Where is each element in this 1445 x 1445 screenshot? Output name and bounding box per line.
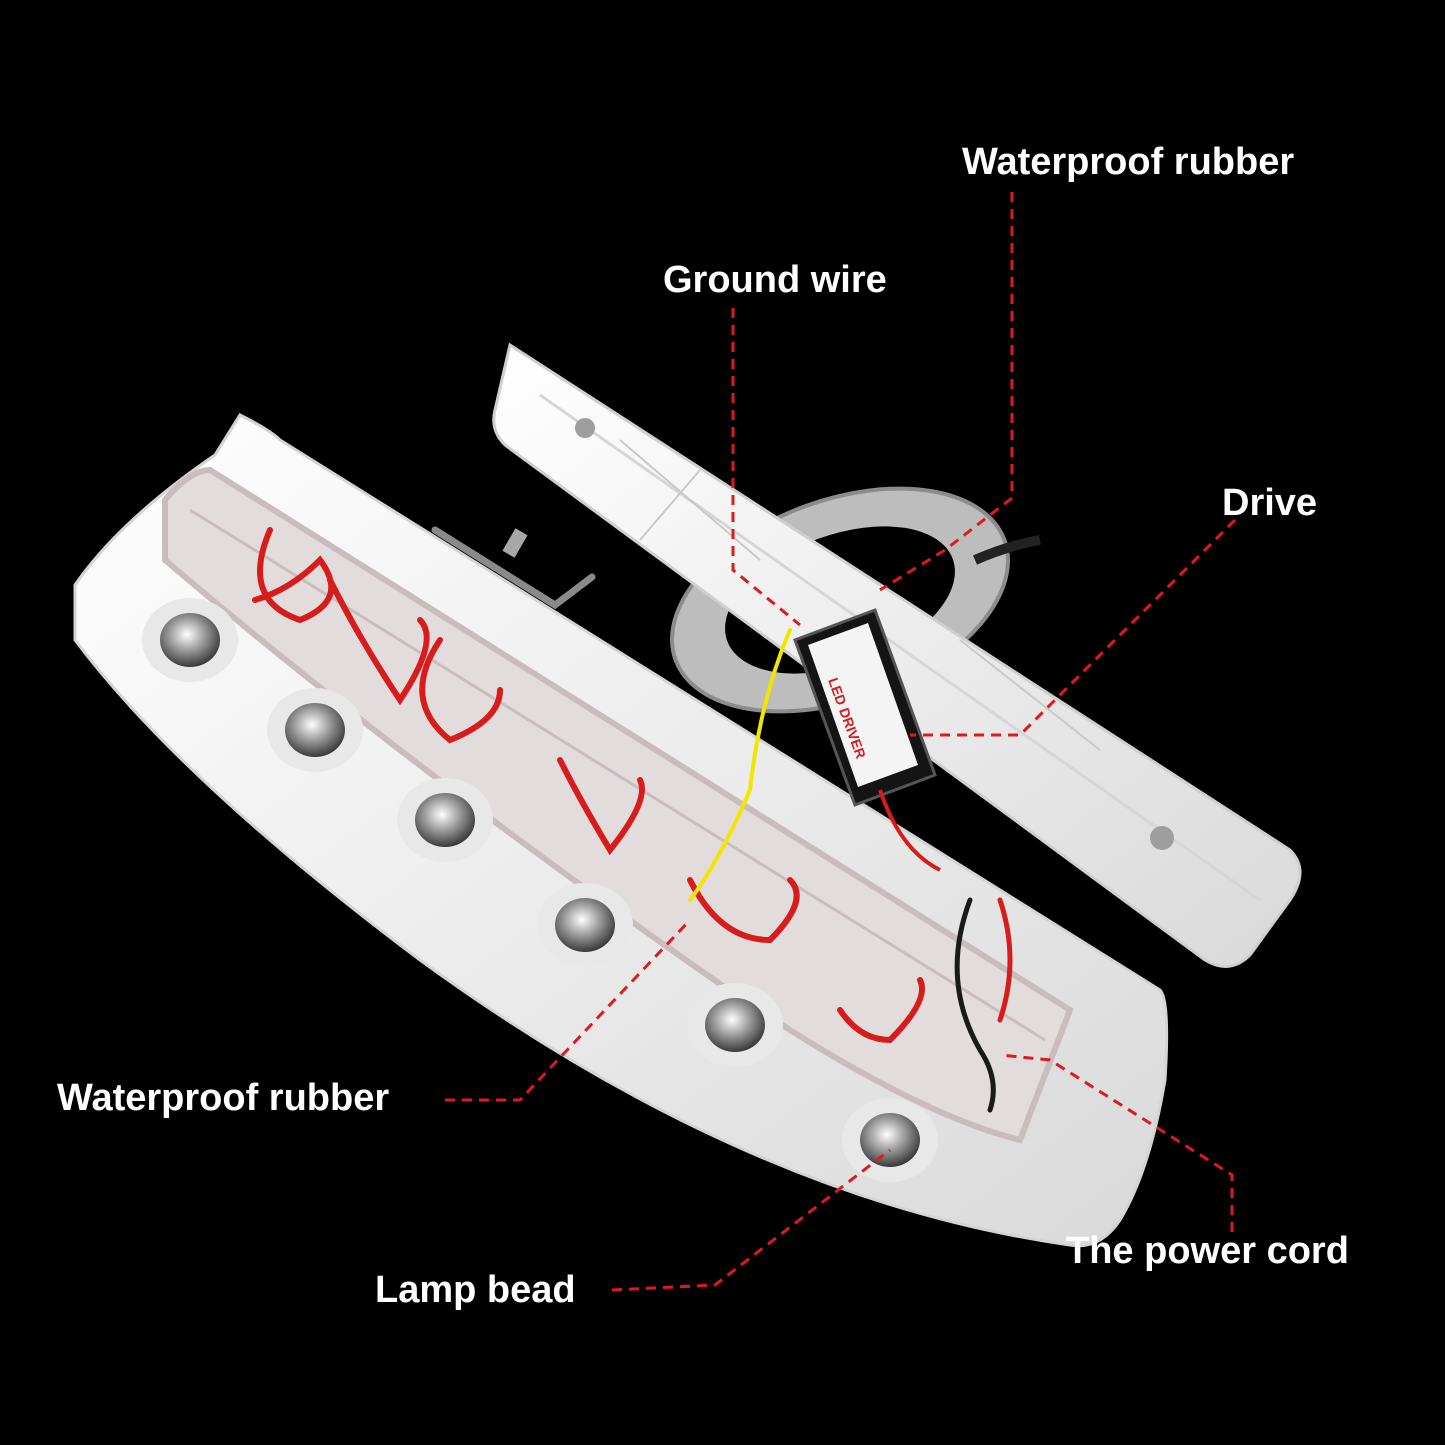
screw-icon	[1150, 826, 1174, 850]
lamp-bead-icon	[687, 983, 783, 1067]
power-cord-label: The power cord	[1066, 1230, 1349, 1272]
leader-waterproof-rubber-left	[445, 918, 692, 1102]
leader-ground-wire	[731, 308, 801, 627]
lamp-bead-label: Lamp bead	[375, 1269, 576, 1311]
lamp-bead-icon	[267, 688, 363, 772]
leader-power-cord	[999, 1053, 1234, 1232]
leader-drive	[910, 518, 1237, 737]
led-driver: LED DRIVER	[793, 608, 941, 872]
lamp-beads	[142, 598, 938, 1182]
leader-lines	[445, 192, 1237, 1292]
internal-wiring	[252, 527, 1013, 1113]
drive-label: Drive	[1222, 482, 1318, 524]
lamp-bead-icon	[537, 883, 633, 967]
allen-key	[431, 526, 596, 610]
lamp-bead-icon	[842, 1098, 938, 1182]
waterproof-rubber-left-label: Waterproof rubber	[57, 1077, 390, 1119]
lamp-bead-icon	[397, 778, 493, 862]
waterproof-rubber-top-label: Waterproof rubber	[962, 141, 1295, 183]
back-plate	[492, 342, 1302, 968]
leader-waterproof-rubber-top	[879, 192, 1014, 592]
lamp-bead-icon	[142, 598, 238, 682]
leader-lamp-bead	[611, 1148, 891, 1292]
screw-icon	[575, 418, 595, 438]
ground-wire-label: Ground wire	[663, 259, 887, 301]
